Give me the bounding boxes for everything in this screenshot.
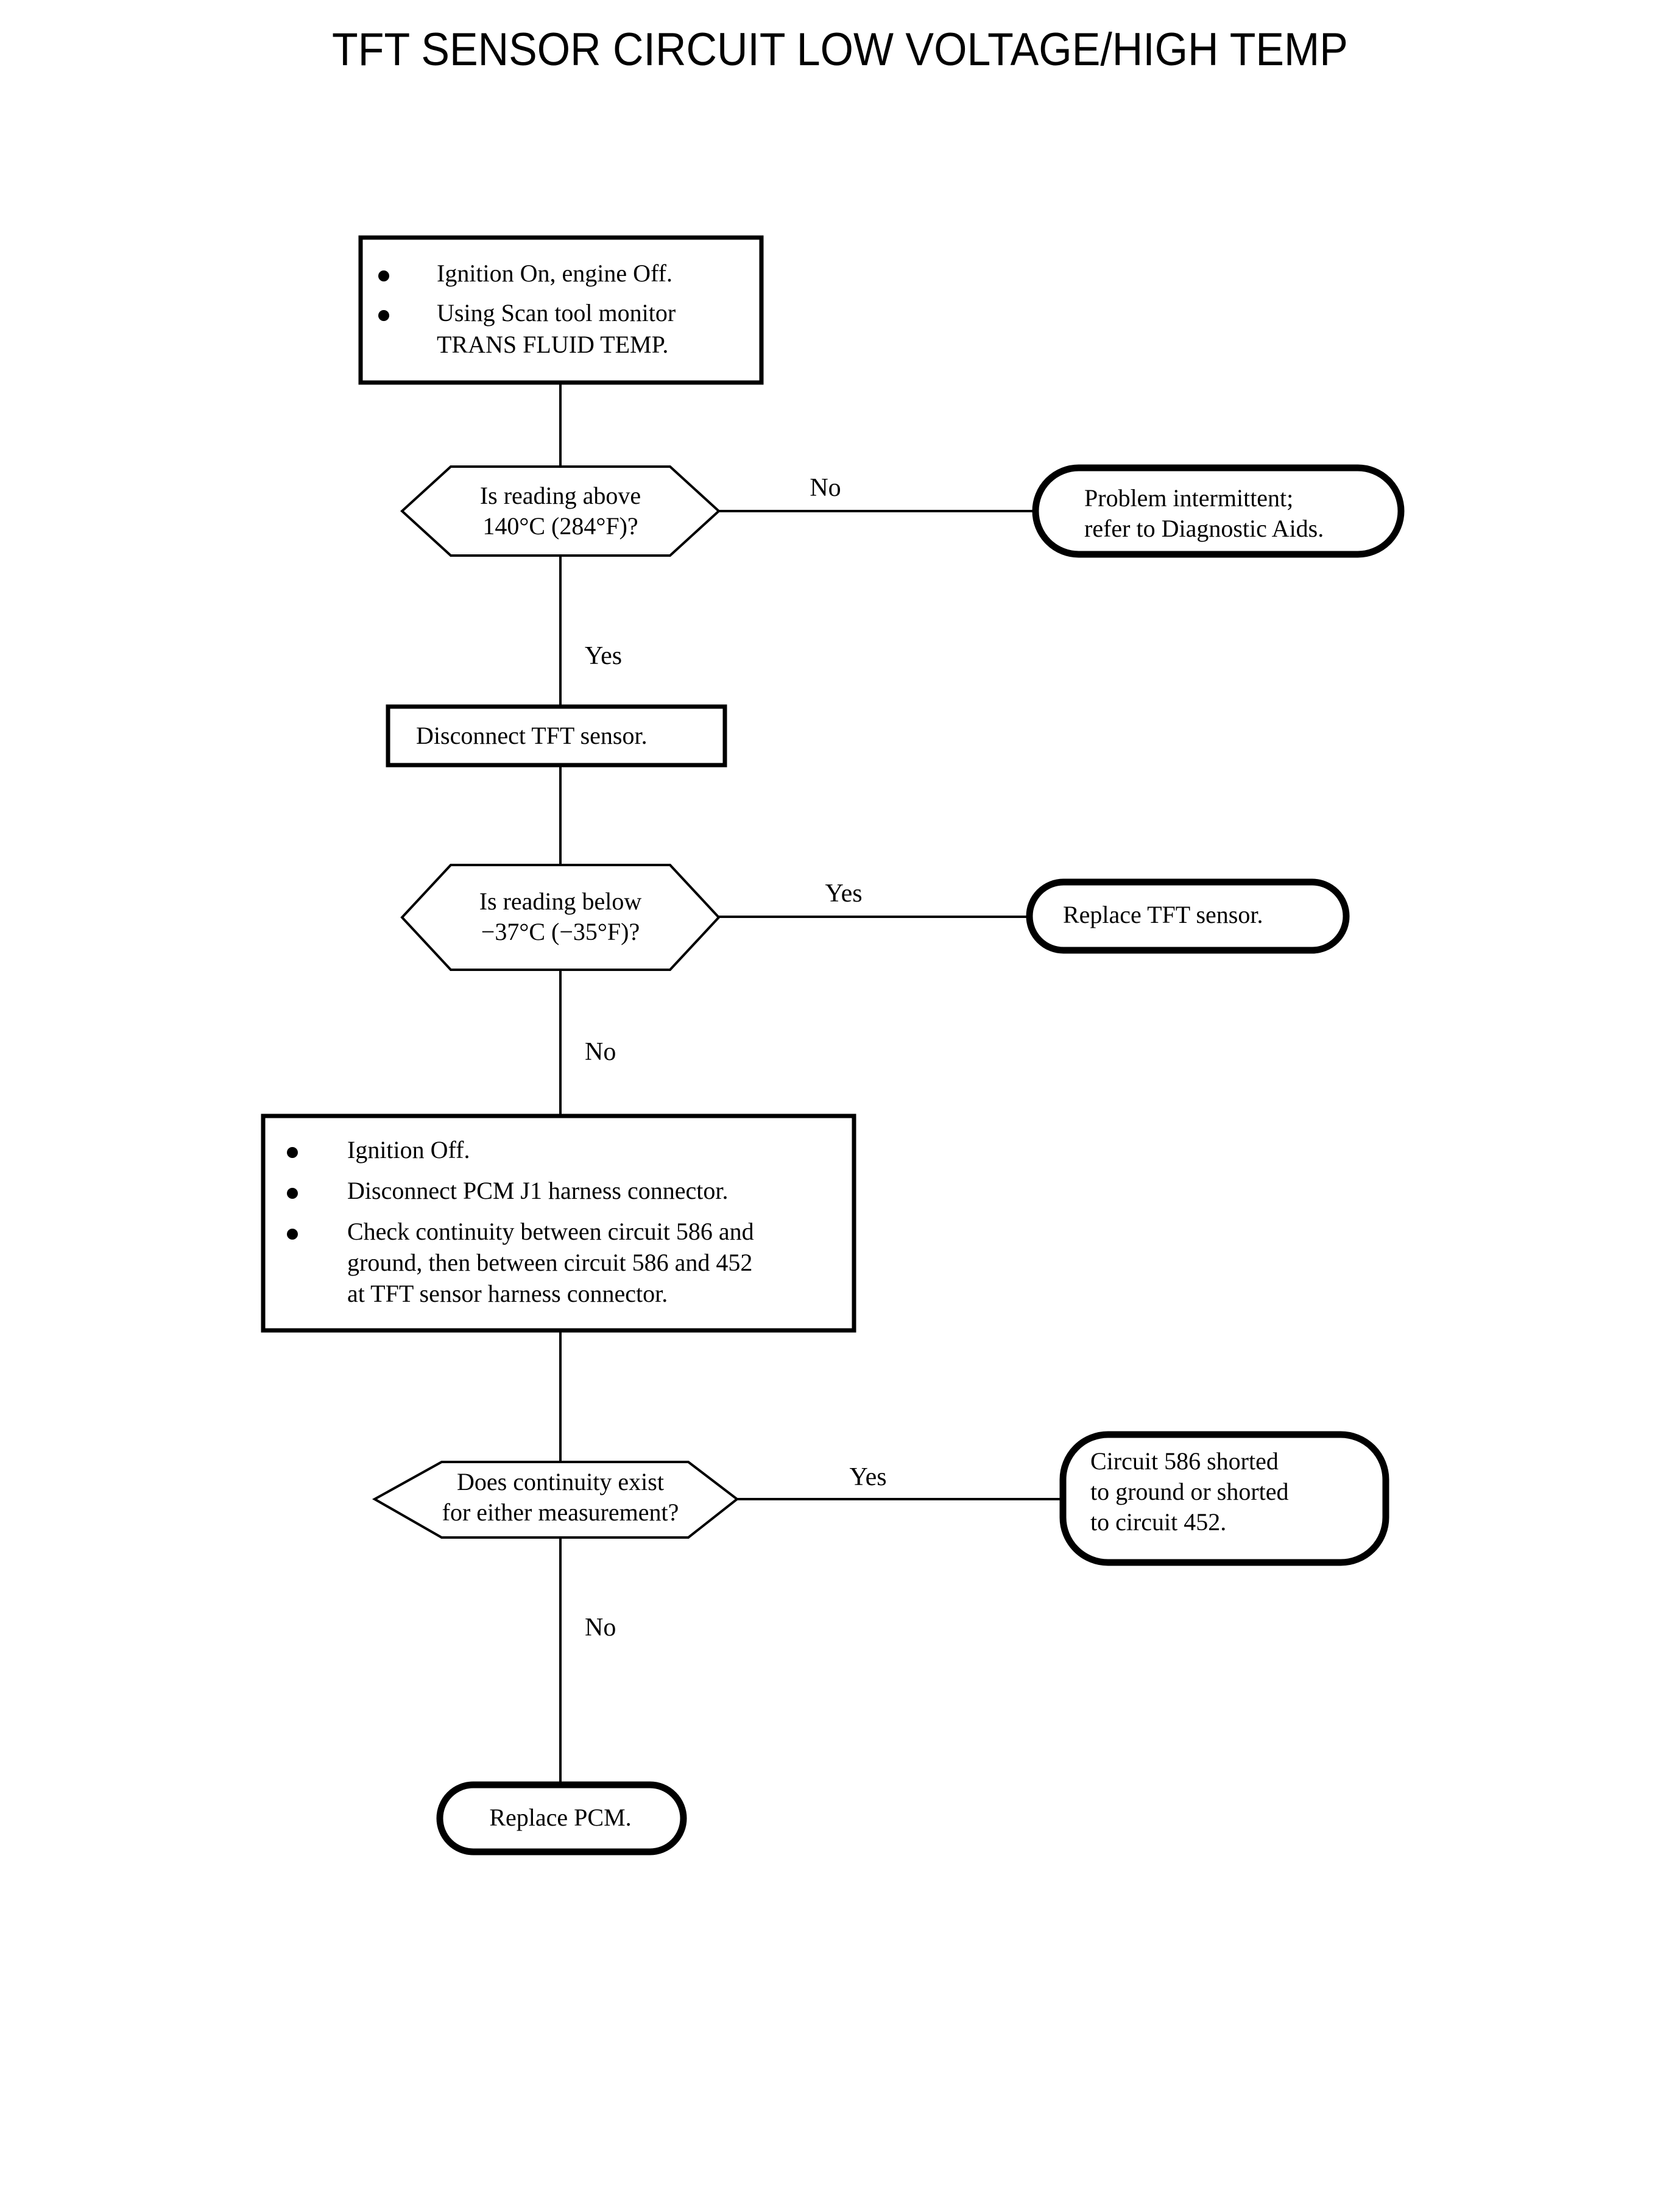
decision1-line-1: Is reading above [480, 482, 641, 509]
step3-bullet-1: Ignition Off. [347, 1136, 470, 1163]
node-terminal3-stadium[interactable] [1059, 1431, 1389, 1566]
node-step2-box[interactable] [386, 704, 727, 768]
step3-bullet-3-line-2: ground, then between circuit 586 and 452 [347, 1249, 752, 1276]
edge-label-decision1-no: No [810, 474, 841, 502]
terminal2-line-1: Replace TFT sensor. [1063, 901, 1263, 928]
page-title: TFT SENSOR CIRCUIT LOW VOLTAGE/HIGH TEMP [332, 24, 1348, 76]
edge-label-decision3-yes: Yes [849, 1463, 886, 1491]
node-decision3-hexagon[interactable] [372, 1461, 739, 1539]
decision3-line-2: for either measurement? [442, 1499, 679, 1526]
decision2-line-2: −37°C (−35°F)? [481, 918, 640, 945]
decision1-line-2: 140°C (284°F)? [482, 512, 638, 540]
step1-bullet-2-line-1: Using Scan tool monitor [437, 299, 676, 327]
terminal3-line-2: to ground or shorted [1090, 1478, 1289, 1505]
node-decision1-hexagon[interactable] [400, 465, 721, 557]
node-step1-box[interactable] [358, 235, 764, 385]
bullet-icon [287, 1147, 298, 1158]
node-terminal1-stadium[interactable] [1032, 464, 1405, 558]
node-step3-box[interactable] [261, 1114, 856, 1333]
bullet-icon [287, 1188, 298, 1199]
terminal1-line-2: refer to Diagnostic Aids. [1084, 515, 1324, 542]
bullet-icon [378, 310, 389, 321]
terminal3-line-1: Circuit 586 shorted [1090, 1447, 1279, 1475]
decision3-line-1: Does continuity exist [457, 1468, 664, 1495]
edge-label-decision2-yes: Yes [825, 880, 862, 908]
terminal3-line-3: to circuit 452. [1090, 1508, 1226, 1536]
node-terminal2-stadium[interactable] [1026, 878, 1350, 954]
step3-bullet-3-line-3: at TFT sensor harness connector. [347, 1280, 668, 1307]
step3-bullet-2: Disconnect PCM J1 harness connector. [347, 1177, 728, 1204]
node-terminal4-stadium[interactable] [436, 1781, 687, 1855]
terminal4-line-1: Replace PCM. [489, 1804, 631, 1831]
edge-label-decision2-no: No [585, 1038, 616, 1066]
step2-line-1: Disconnect TFT sensor. [416, 722, 648, 749]
edge-label-decision3-no: No [585, 1614, 616, 1642]
step1-bullet-2-line-2: TRANS FLUID TEMP. [437, 331, 668, 358]
terminal1-line-1: Problem intermittent; [1084, 484, 1293, 512]
step3-bullet-3-line-1: Check continuity between circuit 586 and [347, 1218, 754, 1245]
step1-bullet-1: Ignition On, engine Off. [437, 259, 672, 287]
edge-label-decision1-yes: Yes [585, 642, 622, 670]
decision2-line-1: Is reading below [479, 888, 642, 915]
bullet-icon [378, 270, 389, 281]
node-decision2-hexagon[interactable] [400, 864, 721, 971]
bullet-icon [287, 1229, 298, 1240]
